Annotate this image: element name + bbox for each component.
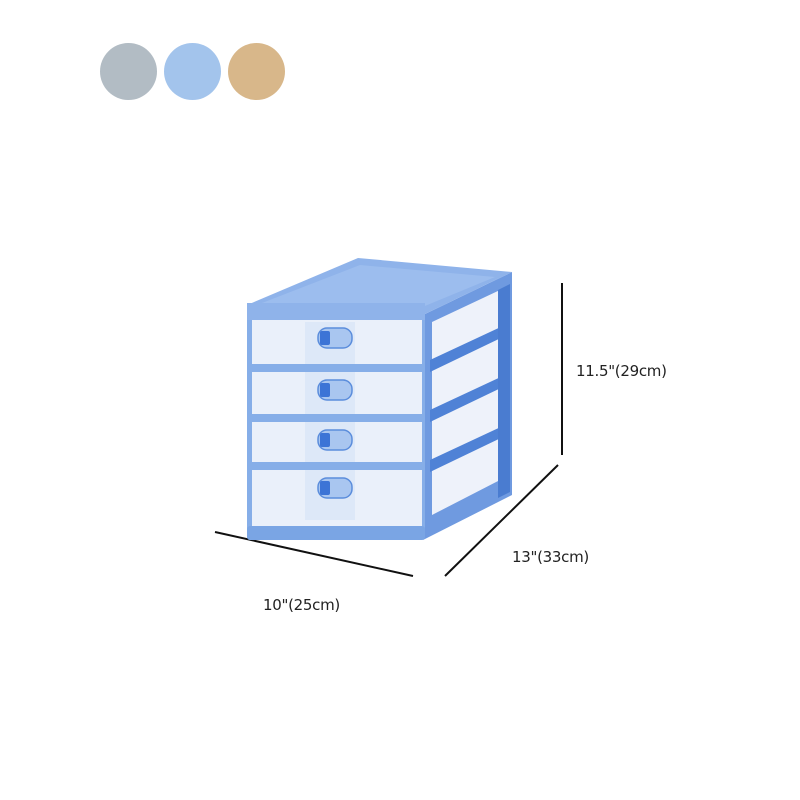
depth-dimension-line <box>444 464 559 577</box>
drawer-handle-icon <box>320 433 330 447</box>
color-swatch-gray[interactable] <box>100 43 157 100</box>
width-dimension-line <box>214 531 414 577</box>
drawer-unit <box>247 258 512 540</box>
drawer-handle-icon <box>320 331 330 345</box>
drawer-2 <box>249 372 425 422</box>
color-swatch-khaki[interactable] <box>228 43 285 100</box>
depth-dimension-label: 13"(33cm) <box>512 548 589 566</box>
drawer-handle-icon <box>320 383 330 397</box>
width-dimension-label: 10"(25cm) <box>263 596 340 614</box>
drawer-3 <box>249 422 425 470</box>
drawer-handle-icon <box>320 481 330 495</box>
color-swatch-blue[interactable] <box>164 43 221 100</box>
drawer-1 <box>249 320 425 372</box>
drawer-4 <box>252 470 422 528</box>
height-dimension-label: 11.5"(29cm) <box>576 362 667 380</box>
